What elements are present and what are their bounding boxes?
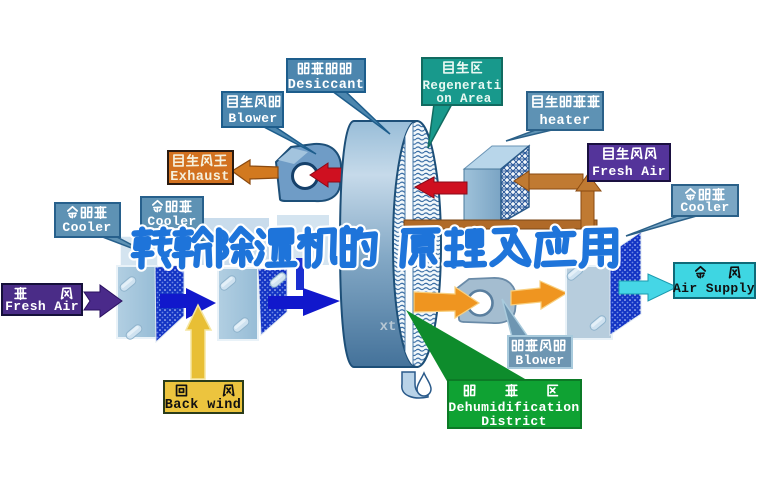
svg-text:xt: xt	[380, 319, 397, 335]
svg-text:Fresh Air: Fresh Air	[592, 164, 666, 179]
svg-text:Blower: Blower	[228, 111, 277, 126]
svg-text:heater: heater	[539, 114, 590, 129]
svg-text:Air Supply: Air Supply	[673, 281, 755, 296]
svg-text:Cooler: Cooler	[680, 200, 729, 215]
svg-text:Blower: Blower	[515, 353, 564, 368]
svg-text:Exhaust: Exhaust	[170, 170, 230, 185]
svg-text:Cooler: Cooler	[147, 214, 196, 229]
svg-text:Fresh Air: Fresh Air	[5, 299, 79, 314]
svg-text:on Area: on Area	[436, 92, 491, 106]
svg-text:Cooler: Cooler	[62, 220, 111, 235]
svg-text:Regenerati: Regenerati	[422, 79, 501, 93]
svg-text:Desiccant: Desiccant	[288, 78, 365, 93]
svg-text:Back wind: Back wind	[165, 398, 242, 413]
svg-text:District: District	[481, 414, 547, 429]
svg-text:Dehumidification: Dehumidification	[448, 400, 579, 415]
